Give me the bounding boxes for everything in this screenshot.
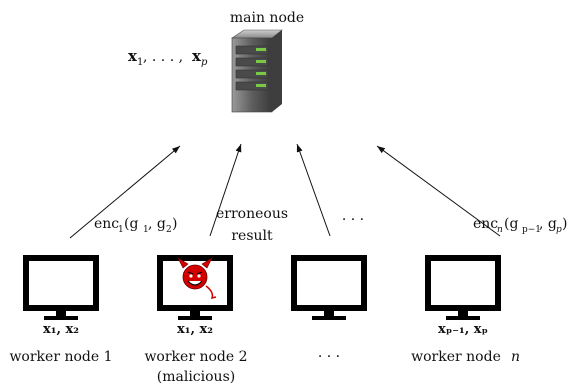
svg-text:, g: , g	[539, 216, 557, 232]
svg-text:1: 1	[137, 57, 143, 68]
svg-text:p: p	[201, 57, 208, 68]
monitor-icon	[23, 255, 99, 320]
svg-text:, g: , g	[148, 216, 166, 232]
svg-text:enc: enc	[94, 216, 119, 232]
svg-text:x: x	[128, 47, 138, 65]
main-node-data: x 1 , . . . , x p	[128, 47, 208, 68]
svg-text:1: 1	[118, 225, 124, 235]
svg-text:x: x	[192, 47, 202, 65]
worker-2-data: x₁, x₂	[177, 322, 213, 337]
svg-text:worker node: worker node	[411, 349, 501, 365]
worker-n-label: worker node n	[411, 349, 520, 365]
edge-label-2-line2: result	[231, 228, 273, 244]
monitor-icon	[425, 255, 501, 320]
svg-text:): )	[562, 216, 567, 232]
worker-n-data: xₚ₋₁, xₚ	[438, 322, 488, 337]
edge-label-3: · · ·	[342, 212, 364, 228]
worker-1-label: worker node 1	[9, 349, 112, 365]
arrow-workern-to-main	[376, 145, 501, 237]
main-node-label: main node	[230, 10, 304, 26]
svg-text:n: n	[497, 225, 503, 235]
worker-1-data: x₁, x₂	[43, 322, 79, 337]
svg-text:2: 2	[166, 225, 172, 235]
arrow-worker1-to-main	[69, 145, 181, 239]
arrow-worker3-to-main	[296, 143, 331, 237]
devil-icon	[177, 257, 217, 300]
svg-text:): )	[172, 216, 177, 232]
monitor-icon	[291, 255, 367, 320]
svg-text:(g: (g	[124, 216, 138, 232]
worker-2-note: (malicious)	[157, 369, 235, 385]
edge-label-2-line1: erroneous	[216, 206, 288, 222]
server-icon	[231, 29, 283, 113]
svg-text:p: p	[556, 225, 562, 235]
svg-text:, . . . ,: , . . . ,	[143, 49, 183, 65]
svg-text:(g: (g	[504, 216, 518, 232]
svg-text:enc: enc	[473, 216, 498, 232]
svg-text:p−1: p−1	[522, 225, 541, 235]
worker-2-label: worker node 2	[144, 349, 247, 365]
svg-text:1: 1	[143, 225, 149, 235]
worker-3-label: · · ·	[318, 349, 340, 365]
svg-text:n: n	[511, 349, 520, 365]
arrow-worker2-to-main	[209, 143, 242, 237]
edge-label-n: enc n (g p−1 , g p )	[473, 216, 567, 235]
edge-label-1: enc 1 (g 1 , g 2 )	[94, 216, 177, 235]
